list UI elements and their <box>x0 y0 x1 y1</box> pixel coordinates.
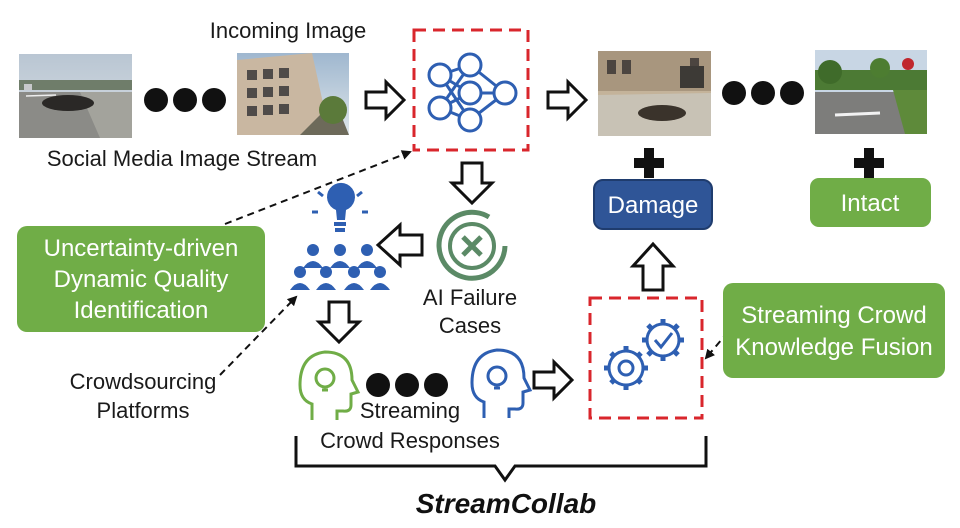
intact-label: Intact <box>841 190 900 217</box>
neural-network-icon <box>427 52 518 133</box>
bottom-brace <box>294 436 708 483</box>
damage-output-photo <box>598 51 711 136</box>
arrow-to-responses <box>315 300 363 345</box>
ai-model-box <box>412 28 530 152</box>
plus-icon-damage <box>634 148 664 178</box>
worker-idea-icon-green <box>298 350 361 420</box>
gears-check-icon <box>604 319 684 390</box>
stream-label: Social Media Image Stream <box>47 146 317 171</box>
fusion-box <box>588 296 704 420</box>
damaged-building-photo <box>237 53 349 135</box>
uncertainty-pointer-line <box>224 150 412 225</box>
incoming-image-label: Incoming Image <box>210 18 367 43</box>
platforms-pointer-line <box>219 295 298 376</box>
stream-ellipsis-1 <box>144 88 226 112</box>
worker-idea-icon-blue <box>470 348 533 418</box>
platforms-line2: Platforms <box>97 398 190 423</box>
plus-icon-intact <box>854 148 884 178</box>
arrow-to-damage <box>629 241 677 292</box>
uncertainty-line3: Identification <box>74 297 209 324</box>
responses-line2: Crowd Responses <box>320 428 500 453</box>
arrow-to-failure-cases <box>448 161 496 206</box>
crowd-idea-icon <box>290 182 390 290</box>
failure-label-line2: Cases <box>439 313 501 338</box>
uncertainty-line2: Dynamic Quality <box>54 266 229 293</box>
responses-ellipsis <box>366 373 448 397</box>
stream-ellipsis-2 <box>722 81 804 105</box>
damage-box <box>593 179 713 230</box>
arrow-to-crowd <box>375 221 424 269</box>
arrow-to-fusion <box>532 358 575 402</box>
intact-box <box>810 178 931 227</box>
fusion-line1: Streaming Crowd <box>741 302 926 329</box>
arrow-to-output <box>546 78 589 122</box>
road-sinkhole-photo <box>19 54 132 138</box>
intact-output-photo <box>815 50 927 134</box>
responses-line1: Streaming <box>360 398 460 423</box>
failure-label-line1: AI Failure <box>423 285 517 310</box>
uncertainty-box <box>17 226 265 332</box>
arrow-to-ai-model <box>364 78 407 122</box>
platforms-line1: Crowdsourcing <box>70 369 217 394</box>
diagram-title: StreamCollab <box>416 488 597 519</box>
damage-label: Damage <box>608 192 699 219</box>
ai-failure-icon <box>436 209 508 281</box>
uncertainty-line1: Uncertainty-driven <box>44 235 239 262</box>
fusion-label-box <box>723 283 945 378</box>
fusion-line2: Knowledge Fusion <box>735 334 932 361</box>
